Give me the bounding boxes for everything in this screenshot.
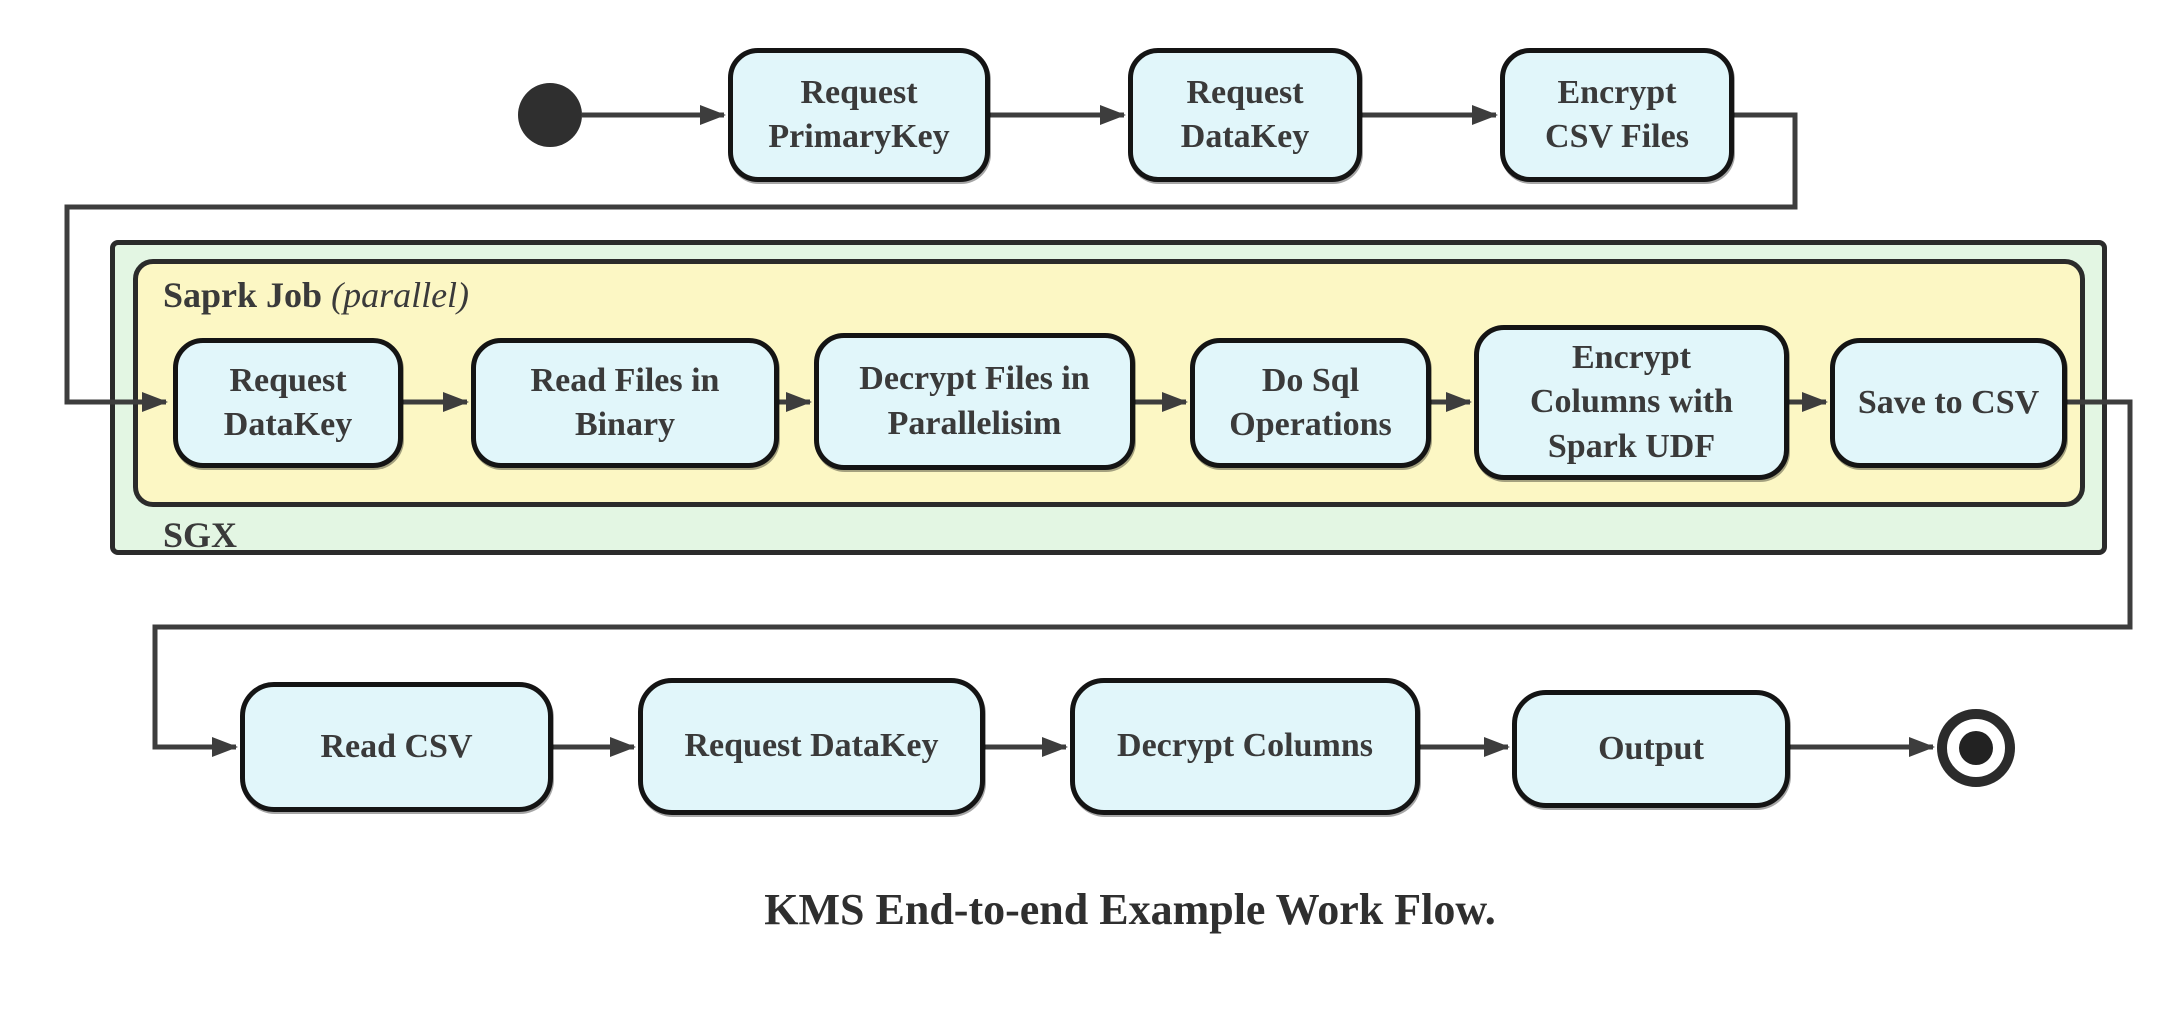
node-label: Read CSV: [320, 727, 473, 765]
activity-node-request-datakey-top: Request DataKey: [1128, 48, 1362, 182]
end-state-icon: [1937, 709, 2015, 787]
node-label: Output: [1598, 729, 1704, 767]
activity-node-save-to-csv: Save to CSV: [1830, 338, 2067, 468]
activity-node-encrypt-csv-files: Encrypt CSV Files: [1500, 48, 1734, 182]
sgx-label: SGX: [163, 515, 238, 555]
activity-node-output: Output: [1512, 690, 1790, 808]
node-label: Decrypt Columns: [1117, 727, 1373, 765]
node-label: Request PrimaryKey: [768, 73, 950, 155]
activity-node-read-files-in-binary: Read Files in Binary: [471, 338, 779, 468]
node-label: Request DataKey: [223, 361, 353, 443]
node-label: Request DataKey: [684, 727, 939, 765]
node-label: Encrypt Columns with Spark UDF: [1529, 339, 1734, 465]
diagram-caption: KMS End-to-end Example Work Flow.: [764, 885, 1496, 934]
node-label: Do Sql Operations: [1229, 361, 1392, 443]
activity-node-do-sql-operations: Do Sql Operations: [1190, 338, 1431, 468]
start-state-icon: [518, 83, 582, 147]
node-label: Read Files in Binary: [530, 361, 720, 443]
activity-node-encrypt-columns-with-spark-udf: Encrypt Columns with Spark UDF: [1474, 325, 1789, 480]
spark-job-label-bold: Saprk Job: [163, 275, 323, 315]
activity-node-request-datakey-sgx: Request DataKey: [173, 338, 403, 468]
spark-job-label-italic: (parallel): [331, 275, 470, 315]
activity-node-read-csv: Read CSV: [240, 682, 553, 812]
spark-job-label: Saprk Job (parallel): [163, 274, 469, 316]
node-label: Request DataKey: [1180, 73, 1310, 155]
activity-node-request-primarykey: Request PrimaryKey: [728, 48, 990, 182]
end-state-inner-dot: [1959, 731, 1993, 765]
activity-node-decrypt-files-in-parallelisim: Decrypt Files in Parallelisim: [814, 333, 1135, 470]
activity-node-request-datakey-bottom: Request DataKey: [638, 678, 985, 815]
node-label: Encrypt CSV Files: [1545, 73, 1689, 155]
activity-node-decrypt-columns: Decrypt Columns: [1070, 678, 1420, 815]
node-label: Save to CSV: [1857, 383, 2040, 421]
node-label: Decrypt Files in Parallelisim: [859, 360, 1090, 442]
